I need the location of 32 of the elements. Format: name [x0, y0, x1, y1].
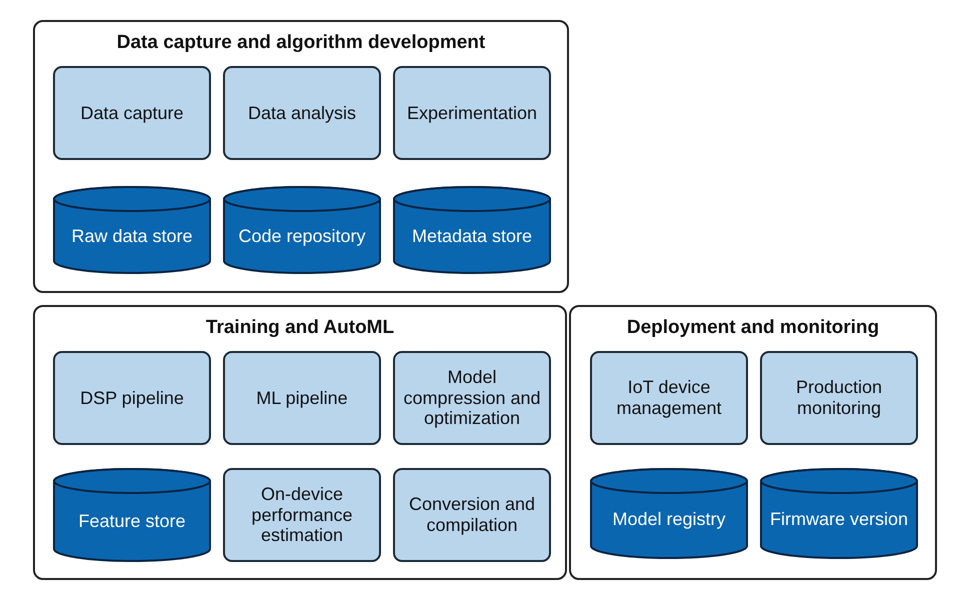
- process-box: [393, 351, 551, 445]
- node-label: Conversion and compilation: [408, 494, 536, 536]
- node-label: Production monitoring: [794, 377, 884, 419]
- group-panel: [33, 305, 567, 580]
- node-label: Data analysis: [246, 102, 358, 124]
- process-box: [53, 66, 211, 160]
- node-label: Code repository: [237, 224, 367, 246]
- process-box: [590, 351, 748, 445]
- node-label: IoT device management: [615, 377, 723, 419]
- node-label: Firmware version: [768, 508, 910, 530]
- node-label: Model registry: [611, 508, 727, 530]
- process-box: [393, 468, 551, 562]
- process-box: [223, 351, 381, 445]
- node-label: Feature store: [77, 510, 187, 532]
- group-panel: [33, 20, 569, 293]
- node-label: Metadata store: [410, 224, 534, 246]
- group-title: Data capture and algorithm development: [116, 32, 486, 54]
- node-label: Raw data store: [70, 224, 194, 246]
- group-title: Deployment and monitoring: [626, 317, 880, 339]
- process-box: [53, 351, 211, 445]
- node-label: ML pipeline: [255, 388, 349, 408]
- process-box: [393, 66, 551, 160]
- node-label: Model compression and optimization: [402, 366, 542, 430]
- node-label: Experimentation: [406, 102, 538, 124]
- node-label: Data capture: [79, 102, 185, 124]
- node-label: On-device performance estimation: [250, 484, 354, 546]
- node-label: DSP pipeline: [79, 388, 185, 408]
- process-box: [223, 66, 381, 160]
- process-box: [223, 468, 381, 562]
- group-panel: [569, 305, 937, 580]
- group-title: Training and AutoML: [204, 317, 396, 339]
- process-box: [760, 351, 918, 445]
